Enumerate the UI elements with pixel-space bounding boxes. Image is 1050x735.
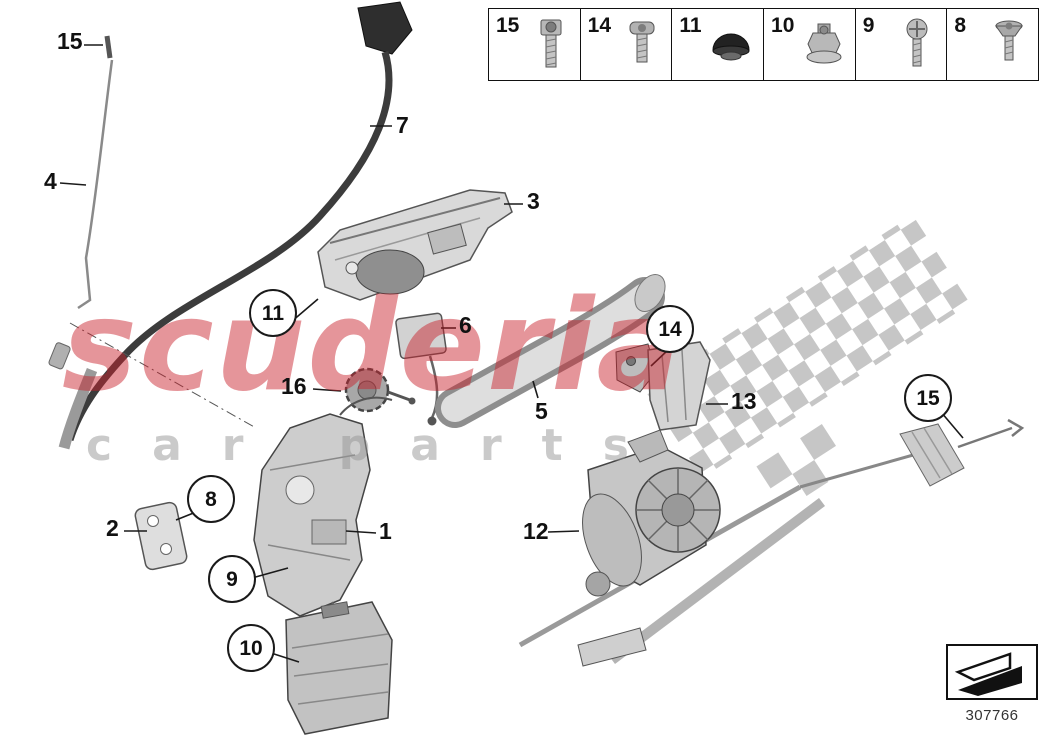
- part-16-grommet: [344, 367, 416, 413]
- legend-cell-10[interactable]: 10: [763, 9, 855, 80]
- callout-11-circled[interactable]: 11: [249, 289, 297, 337]
- callout-13-bracket[interactable]: 13: [731, 388, 757, 414]
- callout-10-circled[interactable]: 10: [227, 624, 275, 672]
- part-5-door-handle: [435, 274, 666, 428]
- fastener-legend: 15 14 11: [488, 8, 1039, 81]
- part-10-lock-module: [285, 601, 393, 735]
- legend-number: 14: [587, 14, 612, 37]
- callout-15-pin[interactable]: 15: [57, 28, 83, 54]
- legend-cell-8[interactable]: 8: [946, 9, 1038, 80]
- part-6-module: [395, 312, 447, 426]
- legend-number: 15: [496, 14, 520, 37]
- part-1-door-lock: [253, 396, 393, 645]
- legend-cell-14[interactable]: 14: [579, 9, 672, 80]
- torx-screw-icon: [629, 21, 655, 63]
- callout-4-rod[interactable]: 4: [44, 168, 57, 194]
- callout-16-grommet[interactable]: 16: [281, 373, 307, 399]
- callout-15-circled[interactable]: 15: [904, 374, 952, 422]
- callout-8-circled[interactable]: 8: [187, 475, 235, 523]
- part-7-cable: [48, 1, 413, 450]
- part-4-rod: [77, 35, 114, 310]
- legend-cell-15[interactable]: 15: [489, 9, 580, 80]
- legend-number: 10: [771, 14, 795, 37]
- legend-number: 11: [679, 14, 702, 37]
- callout-2-striker[interactable]: 2: [106, 515, 119, 541]
- part-15-cable-boot: [799, 418, 1025, 489]
- callout-6-module[interactable]: 6: [459, 312, 472, 338]
- callout-5-handle[interactable]: 5: [535, 398, 548, 424]
- construction-line: [69, 322, 257, 429]
- countersunk-screw-icon: [995, 20, 1023, 61]
- callout-3-carrier[interactable]: 3: [527, 188, 540, 214]
- direction-arrow-icon: [954, 652, 1022, 696]
- cover-cap-icon: [712, 33, 750, 61]
- callout-7-cable[interactable]: 7: [396, 112, 409, 138]
- callout-12-actuator[interactable]: 12: [523, 518, 549, 544]
- part-13-bracket: [647, 341, 711, 431]
- legend-number: 9: [862, 14, 875, 37]
- direction-symbol-box: [946, 644, 1038, 700]
- phillips-pan-screw-icon: [906, 18, 928, 67]
- part-12-actuator: [518, 429, 826, 667]
- callout-1-lock[interactable]: 1: [379, 518, 392, 544]
- diagram-part-number: 307766: [965, 707, 1019, 724]
- part-3-handle-carrier: [317, 189, 513, 301]
- flange-nut-icon: [806, 23, 842, 64]
- legend-cell-11[interactable]: 11: [671, 9, 763, 80]
- socket-head-cap-screw-icon: [540, 19, 562, 68]
- callout-14-circled[interactable]: 14: [646, 305, 694, 353]
- part-14-bracket: [615, 343, 657, 393]
- callout-9-circled[interactable]: 9: [208, 555, 256, 603]
- legend-number: 8: [954, 14, 967, 37]
- part-2-striker-plate: [134, 501, 188, 571]
- legend-cell-9[interactable]: 9: [854, 9, 947, 80]
